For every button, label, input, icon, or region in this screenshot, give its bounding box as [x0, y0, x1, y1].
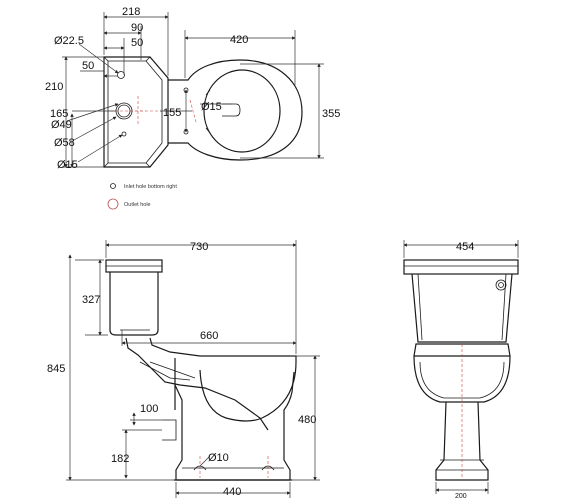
cistern-front-outline — [403, 259, 519, 343]
dim-165: 165 — [50, 108, 68, 120]
flush-button-icon — [495, 279, 507, 291]
cistern-side-outline — [105, 259, 163, 336]
top-dimensions — [62, 12, 324, 168]
inlet-legend-icon — [110, 183, 116, 189]
top-view: 218 90 50 Ø22.5 50 210 165 Ø49 Ø58 Ø15 1… — [45, 6, 340, 210]
dim-480: 480 — [298, 414, 316, 426]
dim-50-top: 50 — [131, 37, 143, 49]
dim-355: 355 — [322, 108, 340, 120]
side-view: 730 327 660 845 100 182 Ø10 480 440 — [47, 240, 320, 498]
dim-d15-bowl: Ø15 — [201, 101, 222, 113]
dim-182: 182 — [111, 453, 129, 465]
dim-d10: Ø10 — [208, 452, 229, 464]
dim-d15-left: Ø15 — [57, 159, 78, 171]
dim-90: 90 — [131, 22, 143, 34]
side-dimensions — [66, 240, 320, 498]
cistern-top-outline — [103, 56, 169, 168]
dim-420: 420 — [230, 34, 248, 46]
hole-legend: Inlet hole bottom right Outlet hole — [107, 183, 177, 210]
front-view: 454 200 — [403, 240, 519, 500]
dim-200: 200 — [455, 493, 467, 500]
dim-454: 454 — [456, 241, 474, 253]
front-dimensions — [403, 240, 519, 494]
dim-50-left: 50 — [82, 60, 94, 72]
outlet-hole-inner — [117, 104, 131, 118]
inlet-legend-label: Inlet hole bottom right — [124, 184, 177, 190]
small-hole — [121, 131, 127, 137]
dim-100: 100 — [140, 403, 158, 415]
dim-440: 440 — [223, 486, 241, 498]
dim-d58: Ø58 — [54, 137, 75, 149]
bowl-front-outline — [413, 343, 511, 481]
dim-730: 730 — [190, 241, 208, 253]
dim-d22-5: Ø22.5 — [54, 35, 84, 47]
outlet-legend-icon — [107, 198, 119, 210]
dim-218: 218 — [122, 6, 140, 18]
dim-d49: Ø49 — [51, 119, 72, 131]
outlet-legend-label: Outlet hole — [124, 202, 151, 208]
bowl-side-outline — [125, 337, 297, 481]
dim-210: 210 — [45, 81, 63, 93]
inlet-hole — [117, 71, 125, 79]
dim-327: 327 — [82, 294, 100, 306]
dim-660: 660 — [200, 330, 218, 342]
dim-155: 155 — [163, 107, 181, 119]
dim-845: 845 — [47, 363, 65, 375]
